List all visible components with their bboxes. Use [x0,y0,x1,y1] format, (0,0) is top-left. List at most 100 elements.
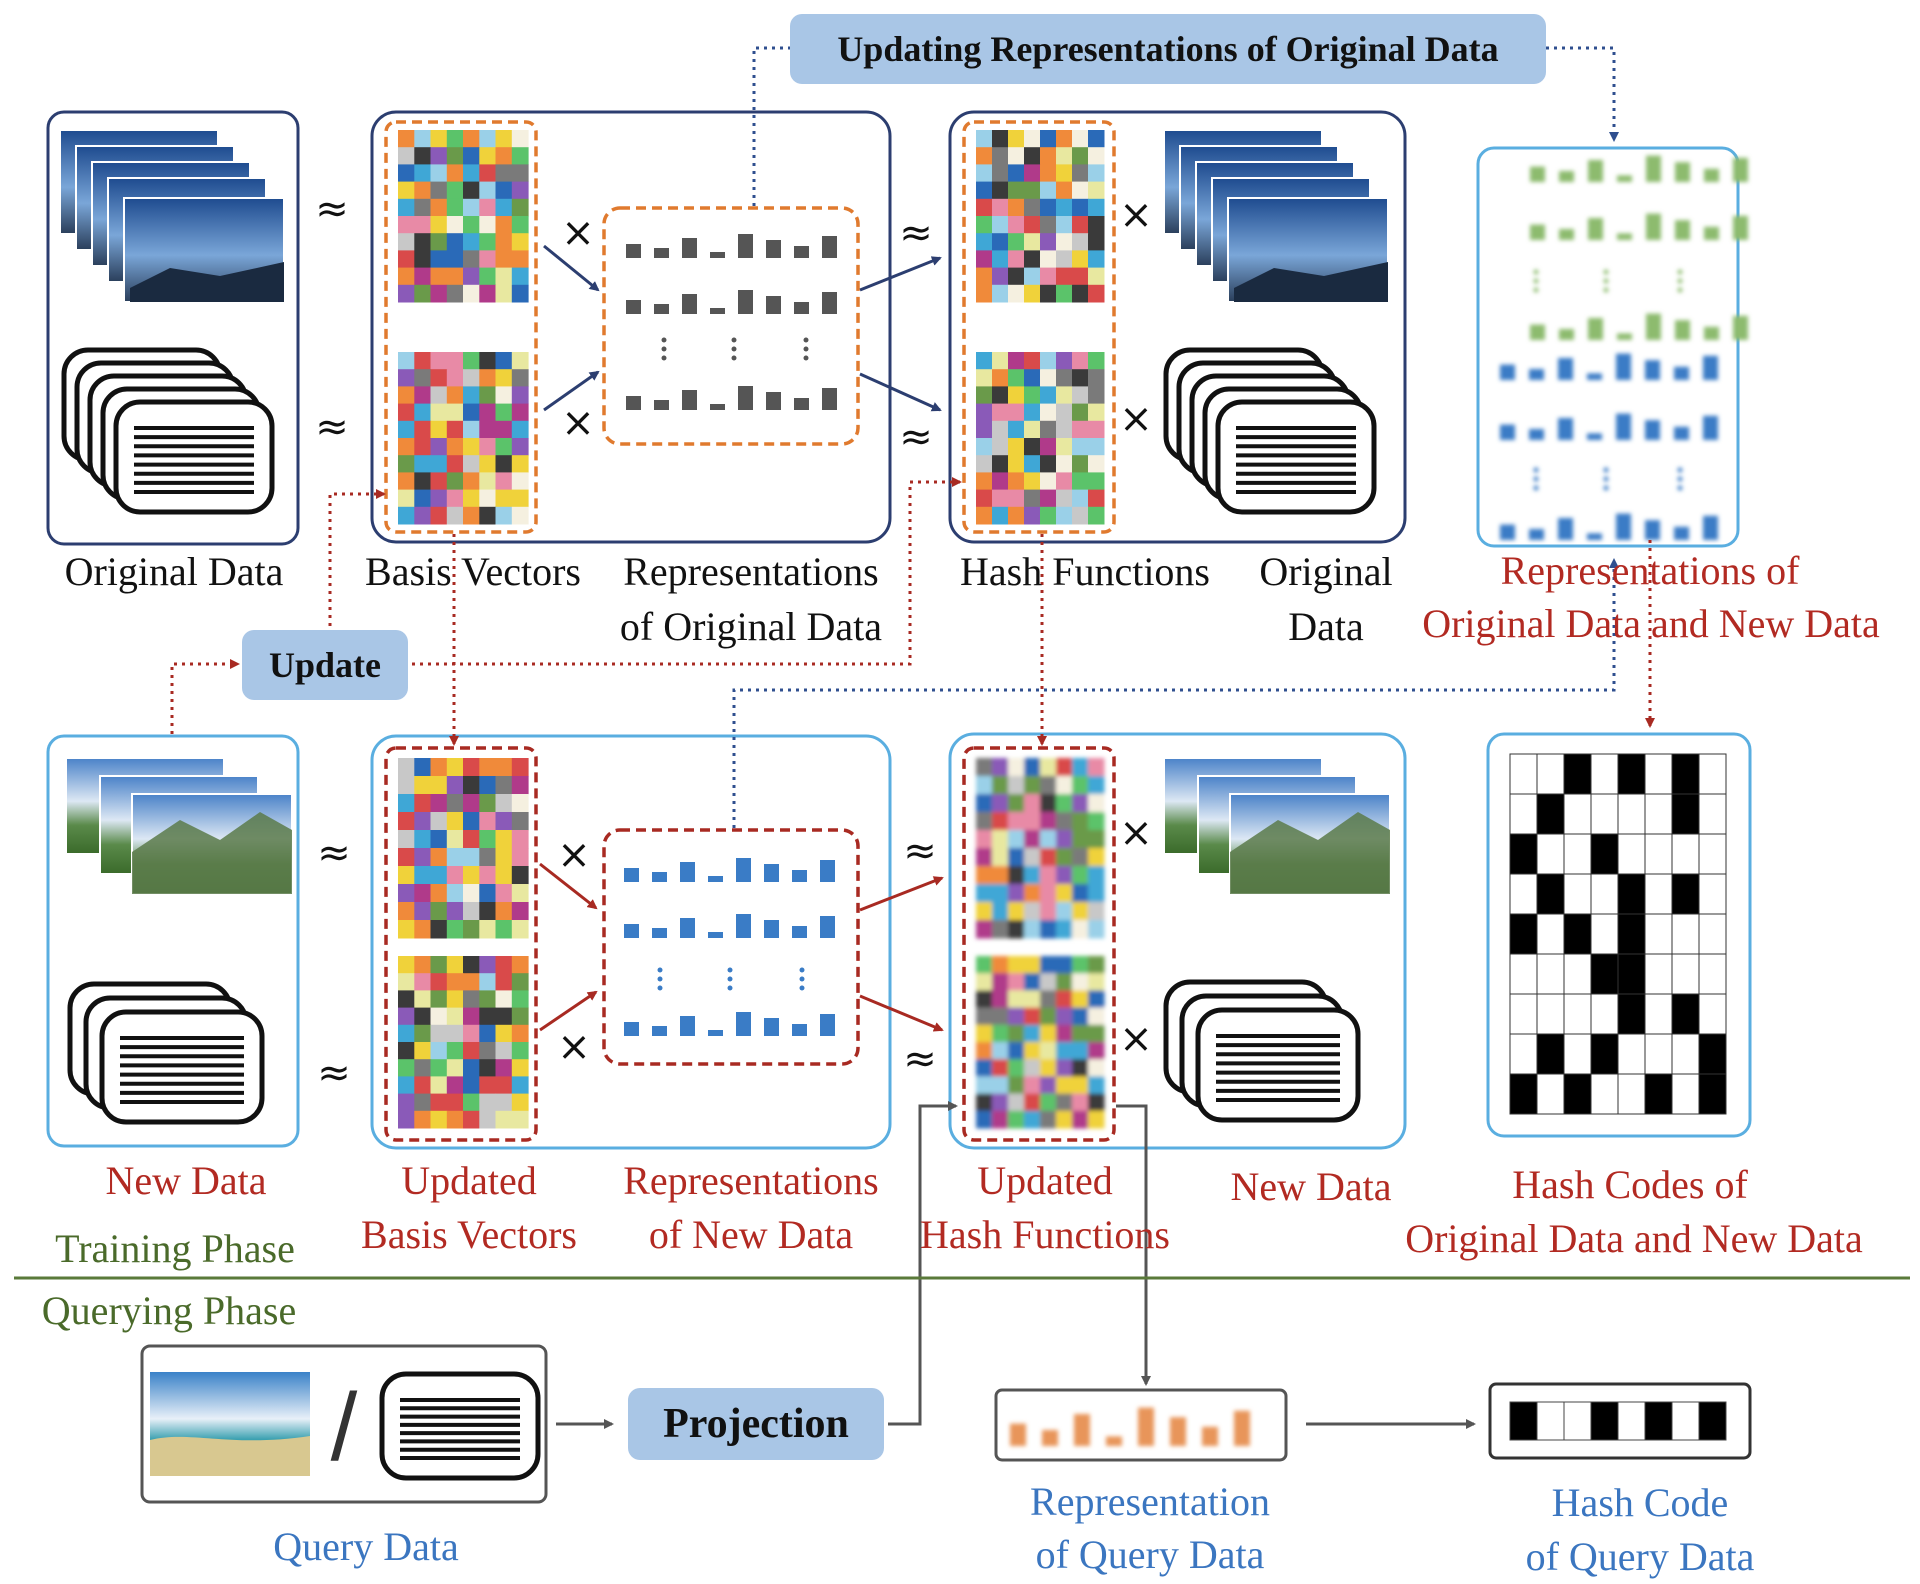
matrix-cell [511,164,529,183]
matrix-cell [1072,472,1089,491]
matrix-cell [463,1059,480,1077]
matrix-cell [1056,284,1073,303]
ellipsis-dot [1533,467,1539,473]
matrix-cell [1088,1024,1105,1043]
matrix-cell [495,1093,513,1112]
matrix-cell [1040,866,1057,885]
matrix-cell [479,973,497,991]
new-image-stack-left [65,757,293,895]
hash-bit [1590,953,1619,995]
matrix-cell [398,794,415,813]
matrix-cell [1072,147,1089,165]
query-flow-arrows [556,1101,1476,1429]
ellipsis-dot [799,976,805,982]
matrix-cell [1088,1059,1105,1077]
matrix-cell [479,758,497,777]
ellipsis-dot [1603,467,1609,473]
basis-matrix-top [398,130,529,303]
bar [680,1016,695,1036]
matrix-cell [1088,794,1105,813]
matrix-cell [1024,506,1041,525]
container-basis-and-reps [370,110,892,544]
hash-bit [1698,1033,1727,1075]
matrix-cell [1056,198,1073,217]
matrix-cell [414,420,432,439]
bar [710,404,725,410]
matrix-cell [446,812,464,831]
matrix-cell [414,250,432,269]
matrix-cell [1088,1093,1105,1112]
bar [764,864,779,882]
matrix-cell [398,776,415,795]
matrix-cell [446,920,464,939]
matrix-cell [463,956,480,974]
matrix-cell [1024,812,1041,831]
matrix-cell [511,776,529,795]
matrix-cell [1008,866,1025,885]
matrix-cell [479,267,497,286]
matrix-cell [511,250,529,269]
original-document-stack-right [1163,347,1377,515]
matrix-cell [398,1093,415,1112]
bar [654,400,669,410]
matrix-cell [463,147,480,165]
matrix-cell [1072,902,1089,921]
matrix-cell [511,233,529,251]
matrix-cell [479,198,497,217]
matrix-cell [1040,776,1057,795]
matrix-cell [1056,1024,1073,1043]
matrix-cell [495,1076,513,1095]
container-query-hash-code [1488,1382,1752,1460]
matrix-cell [1040,386,1057,405]
matrix-cell [1040,1059,1057,1077]
matrix-cell [414,369,432,387]
matrix-cell [430,472,448,491]
matrix-cell [1056,352,1073,370]
matrix-cell [1024,284,1041,303]
matrix-cell [1008,250,1025,269]
update-button[interactable]: Update [242,630,408,700]
matrix-cell [511,130,529,148]
ellipsis-dot [727,976,733,982]
ellipsis-dot [1603,287,1609,293]
matrix-cell [976,1076,993,1095]
matrix-cell [398,848,415,867]
matrix-cell [1008,369,1025,387]
matrix-cell [1024,776,1041,795]
matrix-cell [430,1110,448,1129]
matrix-cell [511,848,529,867]
matrix-cell [992,1059,1009,1077]
matrix-cell [495,794,513,813]
matrix-cell [1040,403,1057,422]
matrix-cell [1088,267,1105,286]
bar [1617,233,1632,240]
matrix-cell [430,1042,448,1060]
matrix-cell [976,1110,993,1129]
matrix-cell [1040,848,1057,867]
label-reps-orig-new-1: Representations of [1500,548,1800,593]
matrix-cell [992,198,1009,217]
hash-bit [1509,833,1538,875]
matrix-cell [446,776,464,795]
bar [1234,1410,1250,1446]
matrix-cell [992,812,1009,831]
matrix-cell [430,794,448,813]
label-new-data-left: New Data [105,1158,267,1203]
hash-matrix-bottom [976,352,1105,525]
matrix-cell [398,1076,415,1095]
matrix-cell [1056,956,1073,974]
matrix-cell [1072,990,1089,1009]
matrix-cell [1056,1076,1073,1095]
matrix-cell [1088,438,1105,456]
bar [1558,418,1573,440]
container-new-data [46,734,300,1148]
matrix-cell [446,438,464,456]
matrix-cell [414,830,432,849]
matrix-cell [1056,884,1073,903]
label-hash-codes-2: Original Data and New Data [1405,1216,1863,1261]
projection-button[interactable]: Projection [628,1388,884,1460]
matrix-cell [495,130,513,148]
matrix-cell [430,130,448,148]
matrix-cell [463,758,480,777]
